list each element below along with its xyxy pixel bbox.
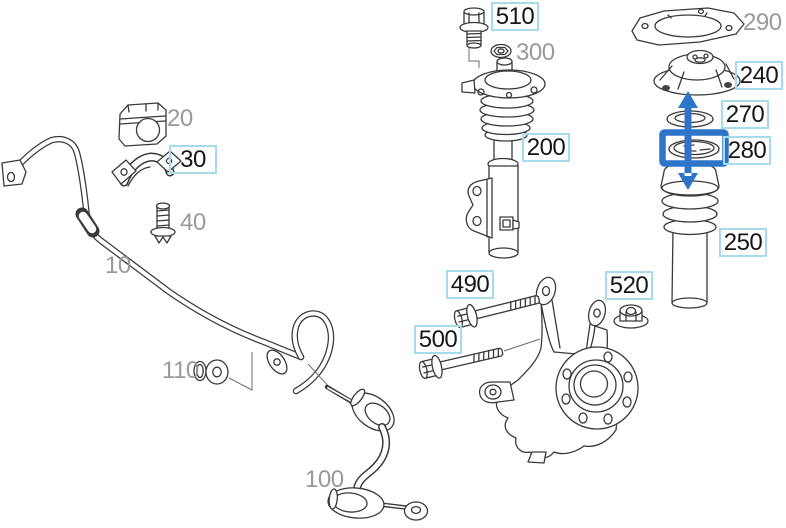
part-label-20: 20 <box>167 105 193 132</box>
stabilizer-bar-drawing <box>1 135 335 395</box>
part-label-10: 10 <box>105 252 131 279</box>
nut-300-drawing <box>490 43 512 59</box>
part-label-250[interactable]: 250 <box>719 228 767 257</box>
washer-280-drawing <box>668 139 720 159</box>
bolt-500-drawing <box>418 338 541 379</box>
part-label-500[interactable]: 500 <box>414 325 462 354</box>
part-label-240[interactable]: 240 <box>735 61 783 90</box>
part-label-100: 100 <box>305 466 344 493</box>
part-label-270[interactable]: 270 <box>721 100 769 129</box>
bracket-screw-drawing <box>150 202 176 244</box>
part-label-300: 300 <box>516 39 555 66</box>
strut-mount-240-drawing <box>653 49 741 96</box>
stabilizer-bushing-drawing <box>118 102 167 147</box>
part-label-200[interactable]: 200 <box>522 133 570 162</box>
cover-plate-290-drawing <box>631 7 745 46</box>
part-label-40: 40 <box>180 209 206 236</box>
spring-strut-drawing <box>461 47 546 259</box>
bolt-510-drawing <box>459 7 489 49</box>
part-label-510[interactable]: 510 <box>491 2 539 31</box>
part-label-110: 110 <box>162 357 199 384</box>
part-label-290: 290 <box>743 9 782 36</box>
nut-520-drawing <box>613 304 649 329</box>
dust-boot-250-drawing <box>660 161 720 309</box>
part-label-520[interactable]: 520 <box>605 271 653 300</box>
stabilizer-link-drawing <box>307 363 429 521</box>
bolt-490-drawing <box>453 295 541 329</box>
part-label-280[interactable]: 280 <box>723 136 771 165</box>
part-label-30[interactable]: 30 <box>169 145 217 174</box>
part-label-490[interactable]: 490 <box>446 270 494 299</box>
highlight-arrow <box>678 91 698 190</box>
washer-110-drawing <box>193 352 253 391</box>
steering-knuckle-drawing <box>478 276 639 464</box>
highlight-box <box>659 129 729 167</box>
